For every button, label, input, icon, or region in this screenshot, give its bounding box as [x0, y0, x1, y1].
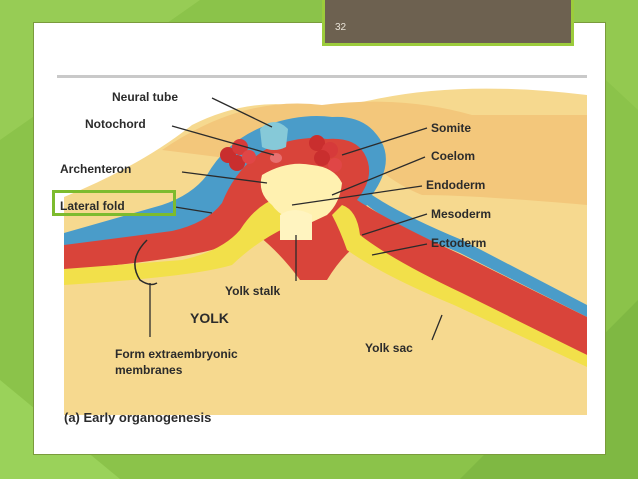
- endoderm-left: [64, 198, 287, 285]
- leader-lines: [149, 97, 443, 341]
- label-yolk: YOLK: [190, 310, 229, 326]
- lateral-fold-highlight: [52, 190, 176, 216]
- figure-caption: (a) Early organogenesis: [64, 410, 211, 425]
- label-yolk-sac: Yolk sac: [365, 341, 413, 355]
- embryo-diagram: Neural tube Notochord Archenteron Latera…: [57, 75, 587, 425]
- slide-number: 32: [335, 22, 347, 33]
- top-rule: [57, 75, 587, 78]
- somite-left: [220, 139, 256, 171]
- somite-right: [309, 135, 342, 172]
- endoderm-right: [332, 205, 587, 367]
- label-archenteron: Archenteron: [60, 162, 131, 176]
- label-neural-tube: Neural tube: [112, 90, 178, 104]
- neural-tube-shape: [260, 122, 288, 150]
- label-mesoderm: Mesoderm: [431, 207, 491, 221]
- slide-number-box: 32: [322, 0, 574, 46]
- label-lateral-fold: Lateral fold: [60, 199, 125, 213]
- label-notochord: Notochord: [85, 117, 146, 131]
- yolk-stalk-opening: [280, 210, 312, 240]
- label-coelom: Coelom: [431, 149, 475, 163]
- label-ectoderm: Ectoderm: [431, 236, 486, 250]
- label-somite: Somite: [431, 121, 471, 135]
- label-endoderm: Endoderm: [426, 178, 485, 192]
- label-yolk-stalk: Yolk stalk: [225, 284, 280, 298]
- membranes-bracket: [134, 239, 158, 286]
- label-membranes-line1: Form extraembryonic: [115, 347, 238, 361]
- archenteron-cavity: [260, 163, 342, 223]
- mesoderm-layer: [64, 138, 587, 355]
- label-membranes-line2: membranes: [115, 363, 183, 377]
- notochord-shape: [270, 153, 282, 163]
